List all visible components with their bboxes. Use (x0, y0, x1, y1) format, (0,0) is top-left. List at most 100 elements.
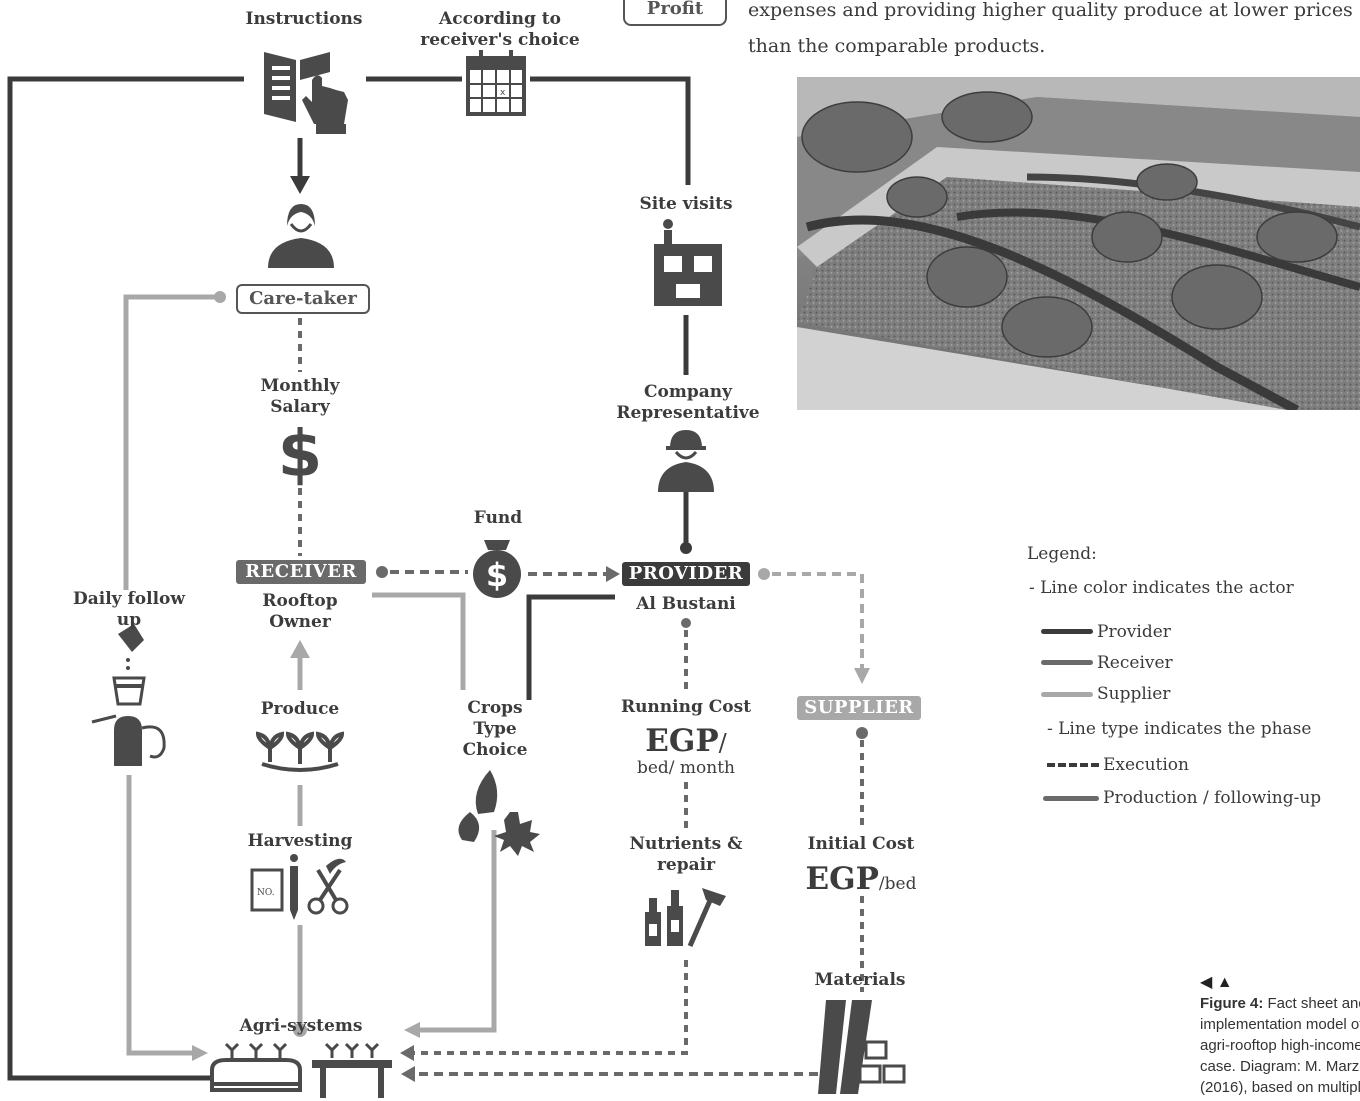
agri-harvest-dot (293, 1023, 307, 1037)
harvesting-label: Harvesting (247, 831, 353, 851)
legend: Legend: - Line color indicates the actor… (1027, 544, 1357, 814)
instructions-book-icon (264, 52, 348, 134)
provider-supplier-dot (758, 568, 770, 580)
legend-execution-swatch (1047, 763, 1099, 767)
legend-receiver: Receiver (1027, 647, 1357, 678)
caption-line-3: agri-rooftop high-income (1200, 1037, 1360, 1054)
rooftop-line-2: Owner (269, 612, 331, 632)
legend-execution: Execution (1027, 748, 1357, 782)
running-egp: EGP (645, 723, 719, 759)
provider-running-dot (681, 618, 691, 628)
rooftop-bed-photo (797, 77, 1360, 410)
monthly-salary-label: Monthly Salary (240, 376, 360, 418)
caption-line-5: (2016), based on multiple (1200, 1079, 1360, 1096)
supplier-initial-dot (856, 727, 868, 739)
crops-to-agri-arrowhead (404, 1022, 420, 1038)
nutrients-bottles-hammer-icon (645, 888, 726, 948)
monthly-line-2: Salary (270, 397, 330, 417)
caption-line-2: implementation model of (1200, 1016, 1360, 1033)
provider-to-supplier-dashed (772, 572, 864, 668)
daily-to-agri-line (126, 775, 192, 1056)
daily-followup-label: Daily follow up (62, 589, 196, 631)
receiver-node: RECEIVER (236, 560, 366, 584)
initial-egp: EGP (805, 861, 879, 897)
legend-supplier: Supplier (1027, 678, 1357, 710)
caption-arrows: ◀ ▲ (1200, 974, 1233, 991)
instructions-to-caretaker-arrowhead (290, 176, 310, 194)
provider-node: PROVIDER (622, 562, 750, 586)
provider-outer-loop (7, 76, 244, 1081)
according-label: According to receiver's choice (410, 9, 590, 51)
caption-line-1-text: Fact sheet and (1263, 995, 1360, 1012)
daily-line-1: Daily follow (72, 589, 185, 609)
according-line-2: receiver's choice (420, 30, 580, 50)
caption-line-1: Figure 4: Fact sheet and (1200, 993, 1360, 1014)
bed-month-label: bed/ month (636, 758, 736, 778)
company-rep-label: Company Representative (608, 382, 768, 424)
crops-to-agri-line (420, 830, 497, 1033)
monthly-line-1: Monthly (260, 376, 340, 396)
fund-to-provider-arrowhead (606, 566, 620, 582)
caretaker-dot (214, 291, 226, 303)
site-visits-building-icon (654, 219, 722, 306)
produce-sprouts-icon (255, 731, 345, 772)
running-cost-value: EGP/ (612, 724, 760, 763)
company-rep-line-1: Company (644, 382, 732, 402)
crops-line-2: Type (473, 719, 517, 739)
caretaker-box: Care-taker (236, 284, 370, 314)
al-bustani-label: Al Bustani (636, 594, 736, 614)
calendar-to-site-visits-line (530, 76, 691, 185)
caretaker-person-icon (268, 204, 334, 268)
nutrients-label: Nutrients & repair (612, 834, 760, 876)
company-rep-line-2: Representative (616, 403, 760, 423)
provider-to-crops-line (526, 594, 615, 700)
legend-provider: Provider (1027, 616, 1357, 647)
profit-tag: Profit (623, 0, 727, 26)
crops-type-label: Crops Type Choice (440, 698, 550, 761)
legend-receiver-swatch (1041, 660, 1093, 665)
figure-caption: ◀ ▲ Figure 4: Fact sheet and implementat… (1200, 973, 1360, 1098)
initial-cost-value: EGP/bed (794, 862, 928, 901)
daily-followup-line (123, 294, 220, 590)
daily-followup-spray-icon (91, 624, 166, 766)
caption-line-4: case. Diagram: M. Marzoli (1200, 1058, 1360, 1075)
rep-to-provider-dot (680, 542, 692, 554)
site-visits-label: Site visits (639, 194, 733, 214)
legend-supplier-swatch (1041, 691, 1093, 697)
initial-cost-label: Initial Cost (807, 834, 915, 854)
legend-production: Production / following-up (1027, 782, 1357, 814)
notebook-no-text: NO. (257, 888, 275, 898)
running-cost-label: Running Cost (620, 697, 752, 717)
nutrients-line-2: repair (656, 855, 716, 875)
svg-text:$: $ (486, 556, 508, 594)
daily-line-2: up (116, 610, 142, 630)
materials-icon (818, 1000, 906, 1094)
produce-label: Produce (260, 699, 340, 719)
supplier-node: SUPPLIER (797, 696, 921, 720)
daily-to-agri-arrowhead (192, 1045, 208, 1061)
legend-production-swatch (1043, 795, 1099, 801)
provider-to-supplier-arrowhead (854, 668, 870, 684)
fund-label: Fund (473, 508, 523, 528)
profit-label: Profit (646, 0, 704, 19)
intro-line-2: than the comparable products. (748, 35, 1046, 57)
nutrients-to-agri-arrowhead (400, 1045, 414, 1061)
agri-systems-label: Agri-systems (239, 1016, 363, 1036)
produce-to-receiver-arrowhead (290, 640, 310, 658)
initial-egp-bed: /bed (878, 874, 917, 894)
instructions-label: Instructions (245, 9, 363, 29)
agri-systems-beds-icon (210, 1042, 392, 1098)
legend-provider-swatch (1041, 629, 1093, 634)
rooftop-line-1: Rooftop (262, 591, 338, 611)
receiver-to-crops-line (372, 592, 466, 690)
receiver-fund-dot (376, 566, 388, 578)
legend-color-heading: - Line color indicates the actor (1029, 578, 1294, 598)
legend-production-text: Production / following-up (1103, 788, 1322, 808)
nutrients-line-1: Nutrients & (629, 834, 743, 854)
running-egp-slash: / (718, 729, 727, 757)
materials-to-agri-arrowhead (401, 1066, 415, 1082)
nutrients-to-agri-dashed (414, 960, 688, 1055)
legend-receiver-text: Receiver (1097, 652, 1173, 673)
according-line-1: According to (439, 9, 561, 29)
